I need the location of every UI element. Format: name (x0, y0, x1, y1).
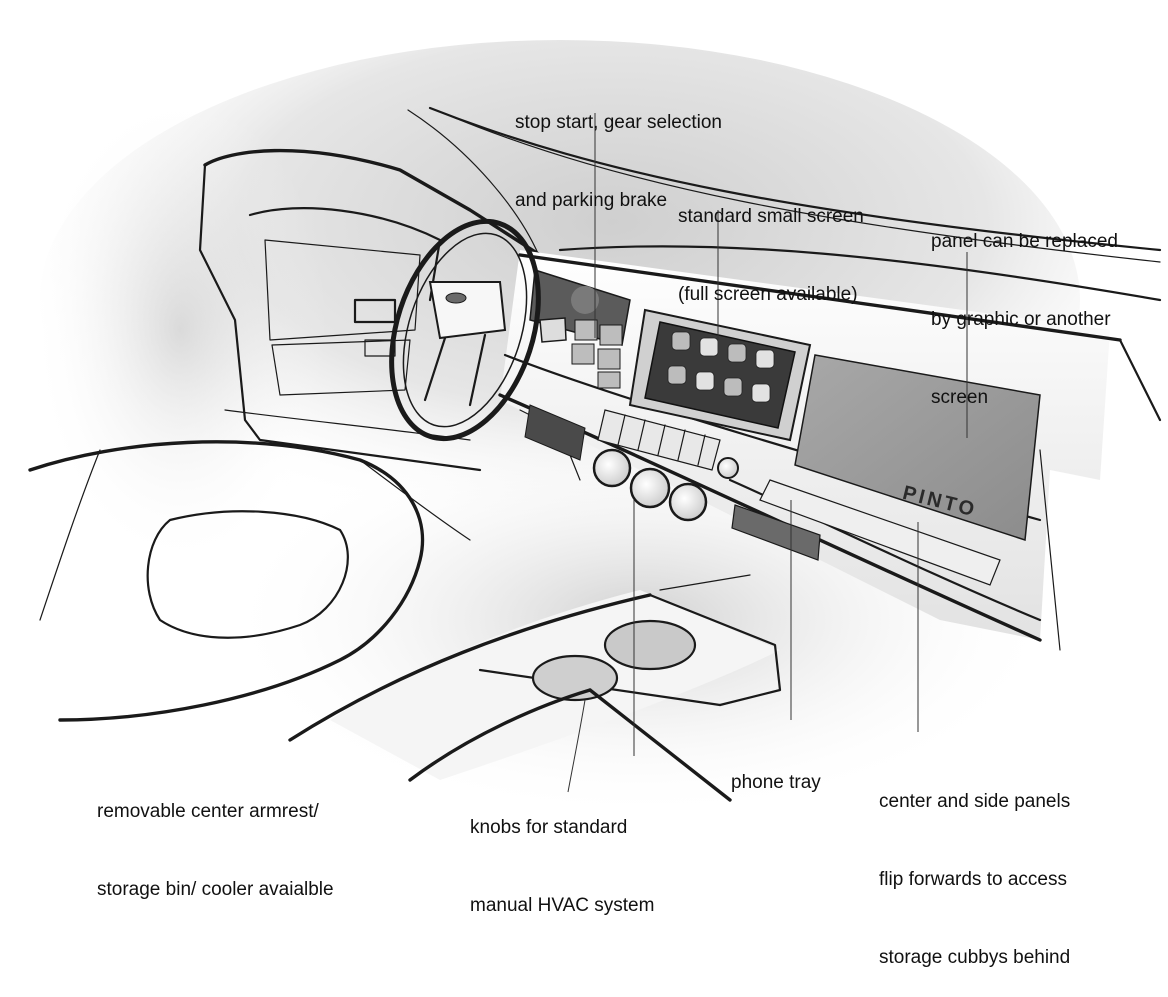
windshield-frame (407, 106, 1162, 302)
annotation-line: knobs for standard (470, 817, 628, 838)
center-screen (628, 308, 812, 442)
annotation-armrest: removable center armrest/ storage bin/ c… (97, 747, 334, 929)
interior-sketch: PINTO (28, 40, 1162, 820)
annotation-hvac-knobs: knobs for standard manual HVAC system (470, 763, 654, 945)
annotation-line: removable center armrest/ (97, 801, 319, 822)
annotation-phone-tray: phone tray (731, 718, 821, 822)
annotation-line: storage bin/ cooler avaialble (97, 879, 334, 900)
annotation-line: stop start, gear selection (515, 112, 722, 133)
annotation-line: and parking brake (515, 190, 668, 211)
app-icon-podcasts (699, 337, 719, 357)
annotation-line: by graphic or another (931, 309, 1111, 330)
app-icon-phone (755, 349, 775, 369)
driver-seat (28, 440, 471, 722)
annotation-line: storage cubbys behind (879, 947, 1071, 968)
app-icon-spotify (671, 331, 691, 351)
annotation-gear-selection: stop start, gear selection and parking b… (515, 58, 722, 240)
center-console (288, 574, 782, 802)
app-icon-radio (723, 377, 743, 397)
app-icon-settings (751, 383, 771, 403)
app-icon-messages (667, 365, 687, 385)
annotation-line: standard small screen (678, 206, 864, 227)
annotation-line: manual HVAC system (470, 895, 655, 916)
door-panel (198, 148, 542, 472)
annotation-flip-panels: center and side panels flip forwards to … (879, 737, 1070, 997)
leader-lines (567, 113, 968, 793)
annotation-line: screen (931, 387, 989, 408)
annotation-side-panel: panel can be replaced by graphic or anot… (931, 177, 1118, 437)
annotation-line: center and side panels (879, 791, 1071, 812)
annotation-center-screen: standard small screen (full screen avail… (678, 152, 864, 334)
gear-selector-buttons (571, 319, 623, 389)
annotation-line: flip forwards to access (879, 869, 1067, 890)
hvac-controls (524, 404, 739, 522)
app-icon-google-maps (727, 343, 747, 363)
annotation-line: phone tray (731, 772, 821, 793)
annotation-line: (full screen available) (678, 284, 858, 305)
leader-armrest (567, 699, 586, 793)
steering-wheel (389, 218, 567, 442)
annotation-line: panel can be replaced (931, 231, 1118, 252)
app-icon-now-playing (695, 371, 715, 391)
